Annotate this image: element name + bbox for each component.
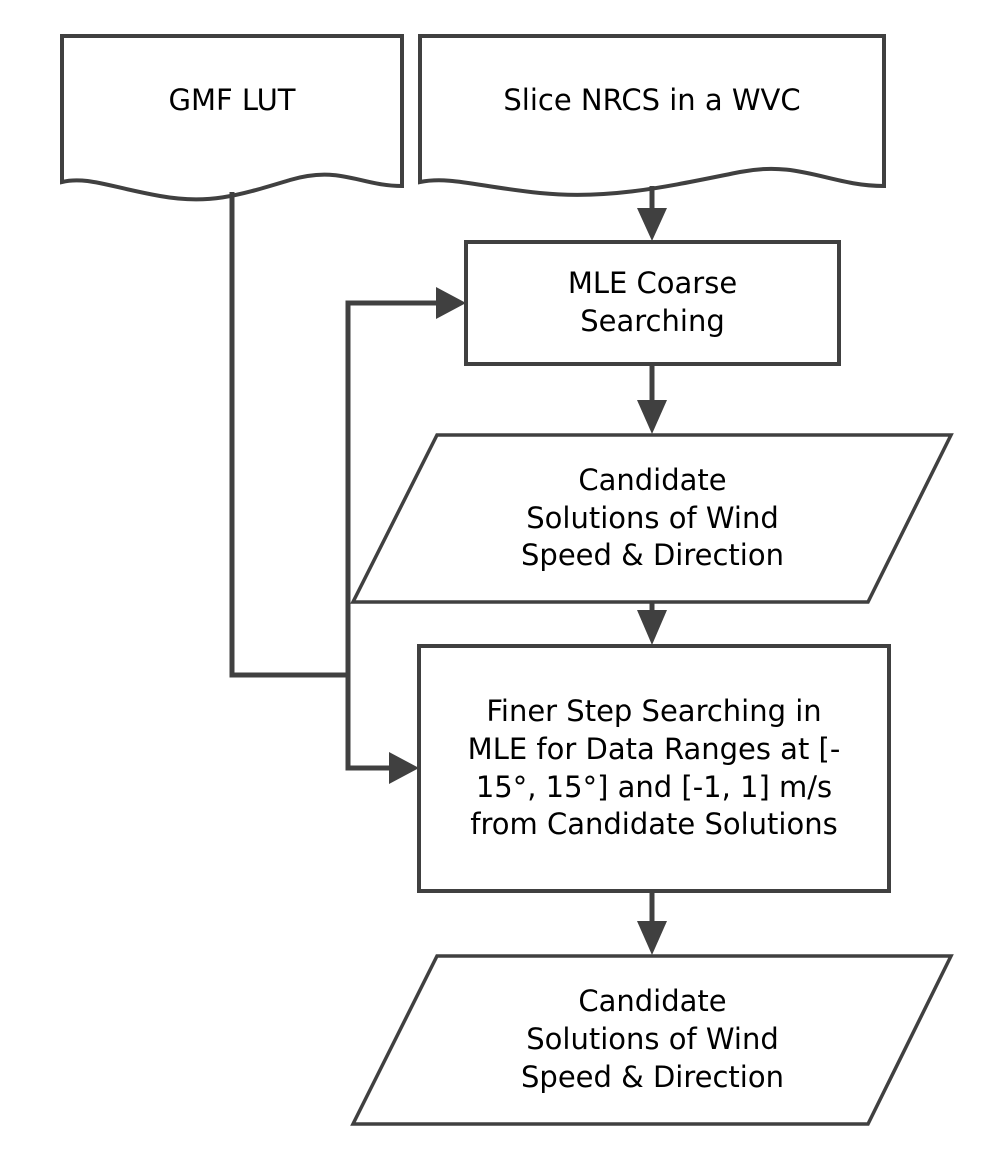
- edge-candidates1-to-finer: [637, 602, 667, 645]
- node-shape-slice-nrcs[interactable]: [418, 34, 886, 197]
- node-shape-mle-coarse[interactable]: [464, 240, 841, 366]
- edge-gmf-to-finer: [345, 675, 419, 784]
- edge-coarse-to-candidates1: [637, 364, 667, 434]
- node-shape-finer-step[interactable]: [417, 644, 891, 893]
- node-shape-candidate-solutions-2[interactable]: [350, 954, 954, 1126]
- node-shape-candidate-solutions-1[interactable]: [350, 433, 954, 604]
- node-shape-gmf-lut[interactable]: [60, 34, 404, 202]
- edge-slice-to-coarse: [637, 186, 667, 241]
- edge-gmf-to-coarse: [229, 192, 466, 678]
- edge-finer-to-candidates2: [637, 891, 667, 955]
